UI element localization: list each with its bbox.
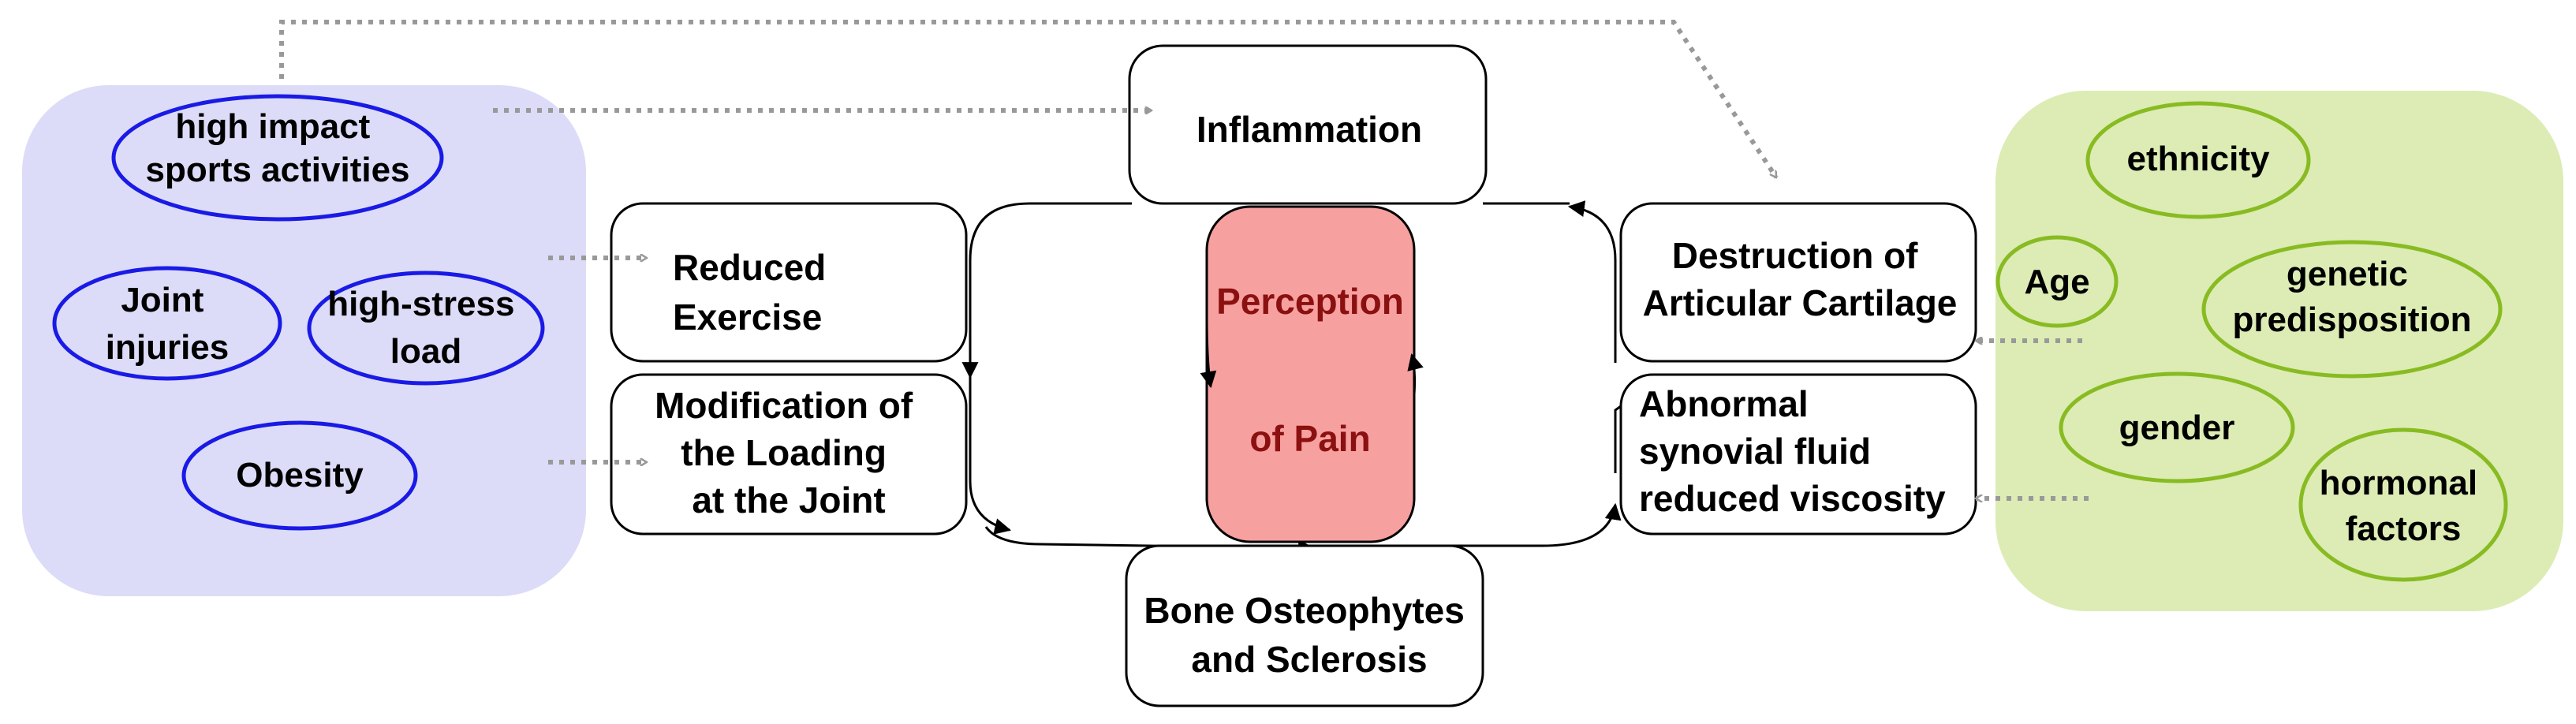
synovial-node: Abnormal synovial fluid reduced viscosit… (1619, 373, 1977, 536)
label-ethnicity: ethnicity (2127, 140, 2270, 178)
label-gender: gender (2119, 409, 2235, 447)
bone-box (1125, 544, 1484, 707)
label-inflammation: Inflammation (1197, 109, 1422, 150)
right-risk-factor-group: ethnicity Age genetic predisposition gen… (1995, 91, 2563, 611)
label-synovial: Abnormal synovial fluid reduced viscosit… (1639, 383, 1946, 519)
label-reduced-exercise: Reduced Exercise (673, 247, 836, 338)
label-genetic: genetic predisposition (2232, 255, 2471, 339)
arrow-to-destruction (279, 20, 1779, 177)
synovial-box (1619, 373, 1977, 536)
label-obesity: Obesity (236, 456, 364, 494)
label-modification: Modification of the Loading at the Joint (655, 385, 923, 521)
ellipse-ethnicity (2085, 101, 2311, 219)
label-hormonal: hormonal factors (2320, 464, 2488, 548)
ellipse-age (1995, 235, 2119, 328)
reduced-exercise-box (610, 202, 968, 363)
bone-osteophytes-node: Bone Osteophytes and Sclerosis (1125, 544, 1484, 707)
modification-box (610, 373, 968, 536)
loop-bottom-right (1412, 502, 1622, 547)
ellipse-gender (2059, 371, 2295, 483)
right-group-background (1995, 91, 2563, 611)
pain-box (1205, 205, 1416, 543)
destruction-box (1619, 202, 1977, 363)
label-high-stress: high-stress load (327, 285, 524, 371)
inflammation-node: Inflammation (1128, 44, 1488, 205)
loop-top-left (961, 202, 1132, 379)
left-risk-factor-group: high impact sports activities Joint inju… (22, 85, 586, 596)
ellipse-obesity (181, 420, 418, 531)
loop-left-lower (969, 377, 1012, 535)
reduced-exercise-node: Reduced Exercise (610, 202, 968, 363)
pain-arrow-right (1407, 353, 1424, 395)
loop-bottom (984, 526, 1316, 557)
loop-right-up (1614, 405, 1622, 473)
ellipse-high-impact (111, 94, 444, 222)
perception-of-pain-node: Perception of Pain (1200, 205, 1424, 543)
label-destruction: Destruction of Articular Cartilage (1643, 235, 1958, 323)
destruction-node: Destruction of Articular Cartilage (1619, 202, 1977, 363)
modification-node: Modification of the Loading at the Joint (610, 373, 968, 536)
inflammation-box (1128, 44, 1488, 205)
label-joint-injuries: Joint injuries (106, 281, 230, 367)
ellipse-joint-injuries (52, 266, 282, 381)
pain-arrow-left (1200, 315, 1217, 389)
ellipse-genetic (2201, 240, 2503, 379)
left-group-background (22, 85, 586, 596)
label-perception: Perception (1216, 281, 1404, 322)
ellipse-high-stress (307, 271, 545, 386)
label-bone: Bone Osteophytes and Sclerosis (1144, 590, 1474, 680)
ellipse-hormonal (2298, 427, 2508, 582)
label-age: Age (2024, 263, 2089, 301)
label-of-pain: of Pain (1249, 418, 1370, 459)
label-high-impact: high impact sports activities (145, 107, 409, 189)
central-cycle (961, 200, 1622, 557)
loop-right-upper (1567, 200, 1617, 363)
dotted-connectors (279, 20, 2089, 498)
